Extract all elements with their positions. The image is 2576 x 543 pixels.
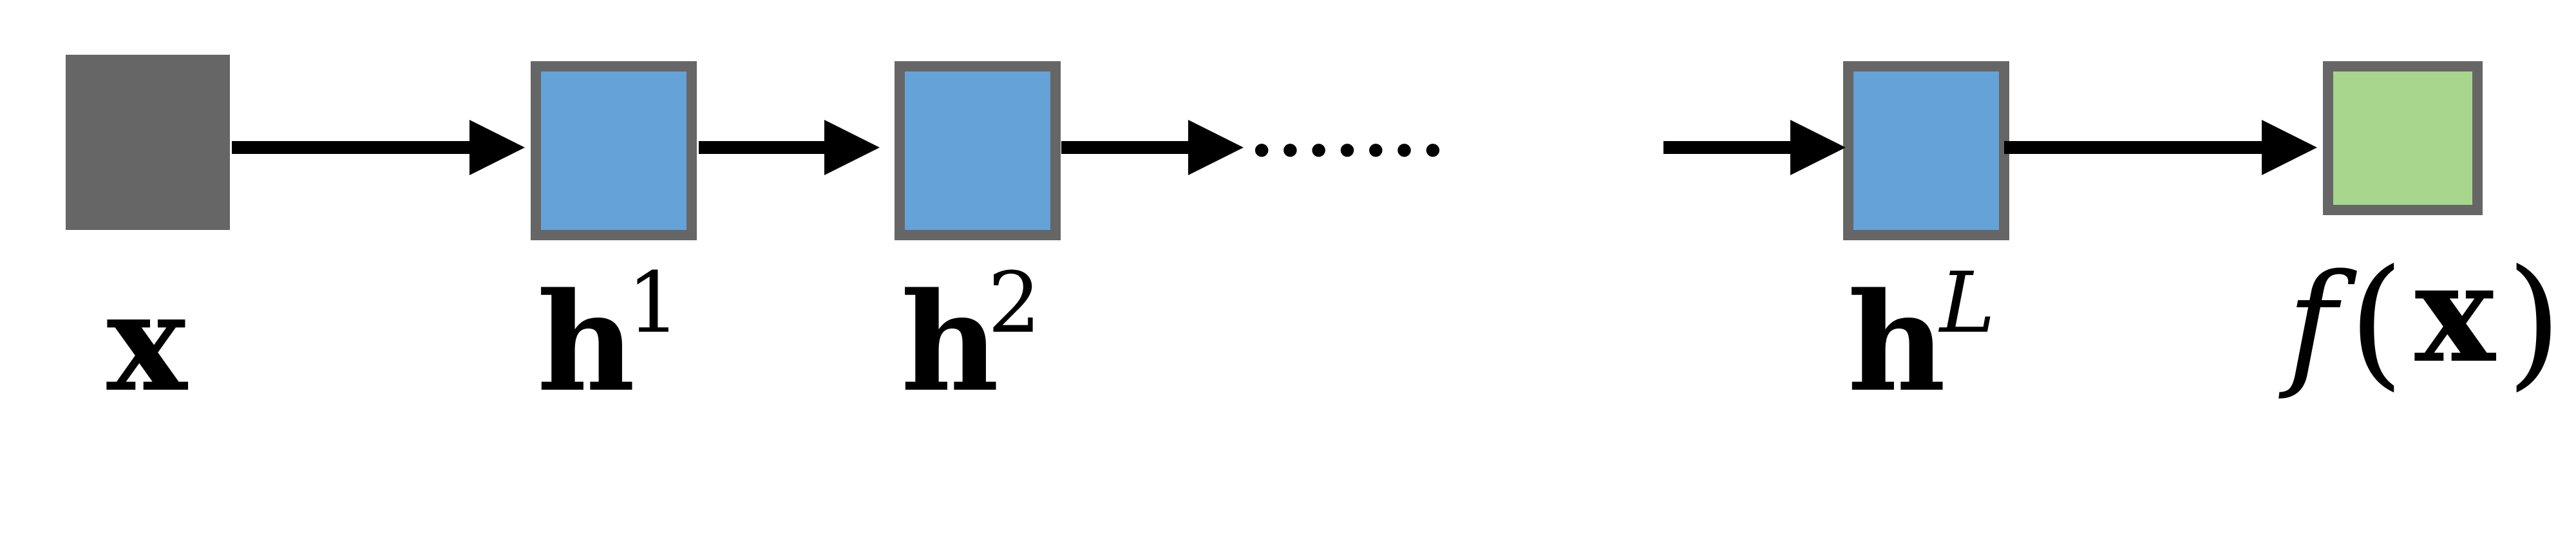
output-label-arg: x bbox=[2414, 234, 2496, 393]
hidden-1-superscript: 1 bbox=[627, 254, 681, 352]
arrowhead-4 bbox=[1790, 120, 1846, 175]
output-node bbox=[2323, 61, 2483, 215]
hidden-L-superscript: L bbox=[1938, 254, 1995, 352]
output-label-close-paren: ) bbox=[2506, 239, 2562, 404]
arrowhead-1 bbox=[469, 120, 525, 175]
hidden-2-superscript: 2 bbox=[988, 254, 1041, 352]
output-label-f: f bbox=[2278, 245, 2357, 403]
input-node bbox=[66, 55, 230, 230]
hidden-2-label: h bbox=[901, 263, 999, 422]
output-label-open-paren: ( bbox=[2349, 239, 2404, 404]
arrowheads bbox=[469, 120, 2317, 175]
arrowhead-3 bbox=[1188, 120, 1244, 175]
arrowhead-5 bbox=[2262, 120, 2317, 175]
ellipsis: ....... bbox=[1249, 90, 1449, 173]
hidden-node-L bbox=[1843, 61, 2009, 240]
hidden-1-label: h bbox=[537, 263, 636, 422]
arrowhead-2 bbox=[824, 120, 880, 175]
hidden-node-2 bbox=[895, 61, 1061, 240]
hidden-node-1 bbox=[531, 61, 697, 240]
input-label: x bbox=[106, 263, 188, 422]
hidden-L-label: h bbox=[1848, 263, 1946, 422]
